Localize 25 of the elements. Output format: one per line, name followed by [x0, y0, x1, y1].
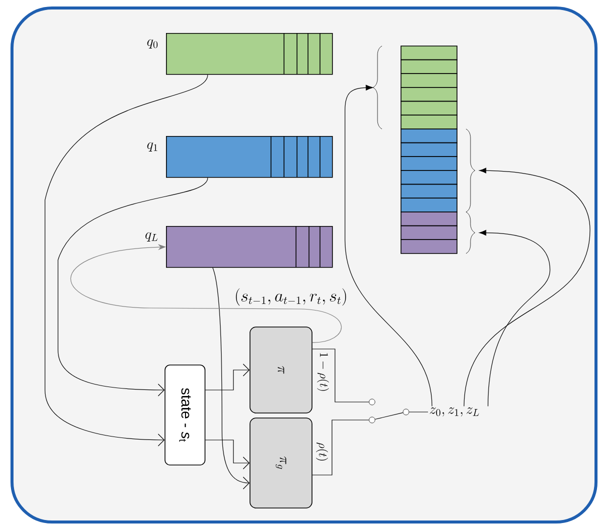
- lever: [374, 412, 404, 420]
- edge-label: $1 - \rho(t)$: [317, 353, 329, 391]
- switch-contact: [402, 408, 410, 416]
- edge-label: $(s_{t-1}, a_{t-1}, r_t, s_t)$: [236, 288, 346, 306]
- arrow: [58, 178, 208, 396]
- wire: [312, 420, 370, 476]
- arrow: [44, 74, 208, 446]
- arrow: [212, 268, 250, 490]
- arrow: [344, 84, 432, 407]
- policy-box: $\pi_g$: [250, 418, 312, 508]
- wire: [312, 348, 370, 402]
- policy-box: $\pi$: [250, 326, 312, 414]
- output-label: $z_0, z_1, z_L$: [430, 407, 479, 416]
- switch-contact: [368, 398, 376, 406]
- queue-label: $q_1$: [147, 142, 158, 152]
- arrow: [479, 230, 550, 407]
- switch-contact: [368, 416, 376, 424]
- queue-label: $q_0$: [147, 39, 158, 48]
- queue-label: $q_L$: [145, 232, 158, 242]
- state-box: state - s$_{t}$: [164, 364, 206, 466]
- arrow: [205, 364, 250, 390]
- arrow: [205, 440, 250, 470]
- arrow: [464, 168, 590, 407]
- arrow: [70, 244, 342, 343]
- edge-label: $\rho(t)$: [316, 442, 328, 461]
